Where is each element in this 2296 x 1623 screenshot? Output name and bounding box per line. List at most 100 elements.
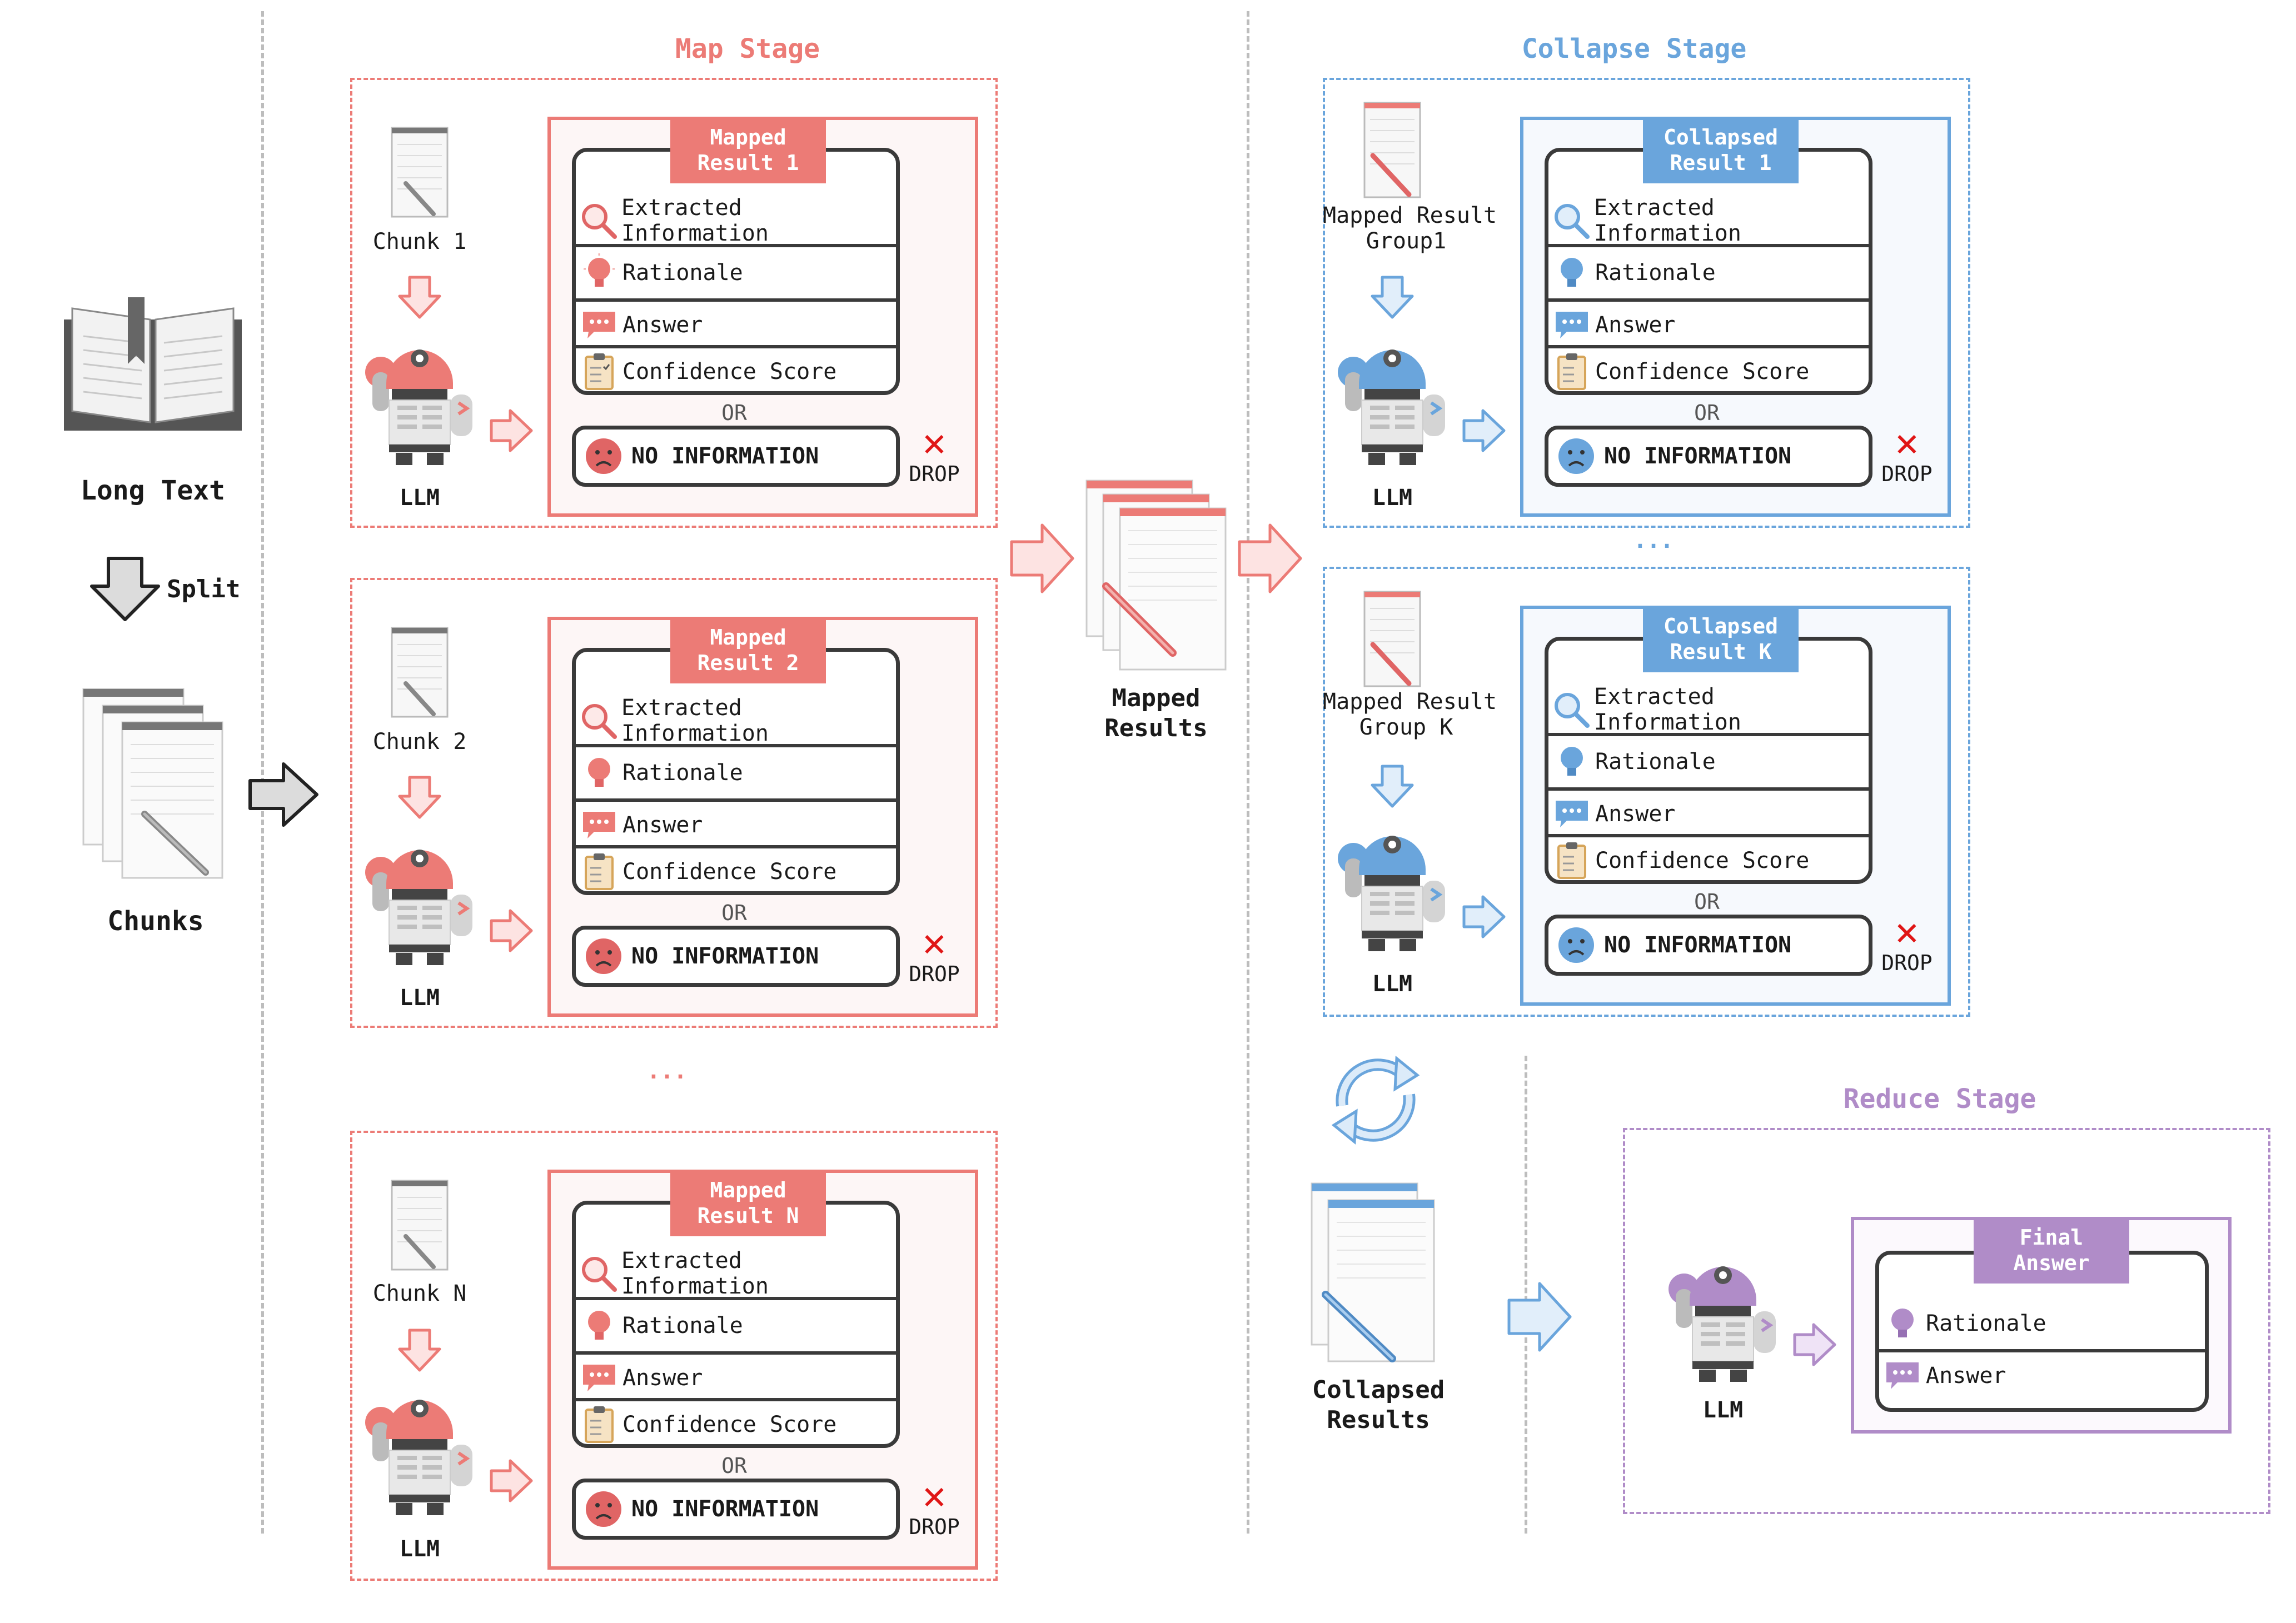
rationale-label: Rationale <box>622 1313 743 1339</box>
extracted-label: Extracted Information <box>621 695 769 746</box>
map-block-n <box>350 1131 998 1581</box>
sad-face-icon <box>576 437 631 476</box>
collapse-k-right-arrow <box>1462 895 1506 938</box>
row-extracted: Extracted Information <box>576 695 896 746</box>
row-answer: Answer <box>1548 299 1869 351</box>
row-rationale: Rationale <box>576 247 896 298</box>
drop-x-icon: ✕ <box>922 1472 947 1518</box>
collapse-llm-k-label: LLM <box>1372 971 1413 997</box>
mapped-result-1-box: Extracted Information Rationale Answer C… <box>547 117 978 517</box>
drop-x-icon: ✕ <box>1895 420 1919 465</box>
map-block-1 <box>350 78 998 528</box>
no-information-label: NO INFORMATION <box>1604 443 1792 469</box>
row-extracted: Extracted Information <box>576 195 896 246</box>
lightbulb-icon <box>1548 247 1595 298</box>
extracted-label: Extracted Information <box>1594 684 1741 735</box>
clipboard-icon <box>1548 346 1595 391</box>
row-rationale: Rationale <box>576 747 896 798</box>
llm-robot-icon <box>1669 1266 1776 1382</box>
no-information-label: NO INFORMATION <box>1604 932 1792 958</box>
sad-face-icon <box>576 937 631 976</box>
llm-robot-icon <box>1338 836 1445 951</box>
llm-robot-icon <box>1338 349 1445 465</box>
row-confidence: Confidence Score <box>576 346 896 391</box>
map-1-right-arrow <box>490 409 533 452</box>
sad-face-icon <box>1548 926 1604 965</box>
llm-n-label: LLM <box>399 1536 440 1562</box>
arrow-to-reduce <box>1507 1282 1572 1352</box>
chat-bubble-icon <box>1548 299 1595 351</box>
lightbulb-icon <box>576 1300 622 1351</box>
no-information-row: NO INFORMATION <box>1545 915 1872 976</box>
separator-middle <box>1247 11 1249 1534</box>
clipboard-icon <box>576 846 622 891</box>
result-fields-card: Extracted Information Rationale Answer C… <box>572 1201 900 1448</box>
mapped-result-2-box: Extracted Information Rationale Answer C… <box>547 617 978 1017</box>
llm-2-label: LLM <box>399 985 440 1011</box>
llm-robot-icon <box>365 850 472 965</box>
llm-robot-icon <box>365 349 472 465</box>
magnifier-icon <box>576 195 621 246</box>
or-label: OR <box>721 401 747 425</box>
arrow-to-collapse <box>1238 523 1302 593</box>
separator-reduce <box>1525 1056 1527 1534</box>
row-confidence: Confidence Score <box>1548 346 1869 391</box>
lightbulb-icon <box>1879 1298 1926 1349</box>
drop-label: DROP <box>909 962 960 986</box>
rationale-label: Rationale <box>622 760 743 786</box>
rationale-label: Rationale <box>1926 1311 2046 1336</box>
group-1-doc-icon <box>1363 102 1421 198</box>
group-k-down-arrow <box>1371 765 1414 808</box>
map-stage-title: Map Stage <box>675 33 820 64</box>
extracted-label: Extracted Information <box>621 1248 769 1299</box>
mapped-results-icon <box>1085 480 1227 671</box>
no-information-row: NO INFORMATION <box>572 1479 900 1540</box>
confidence-label: Confidence Score <box>1595 359 1810 384</box>
magnifier-icon <box>576 1248 621 1299</box>
drop-label: DROP <box>909 1515 960 1539</box>
chunk-1-label: Chunk 1 <box>372 229 467 254</box>
llm-1-label: LLM <box>399 485 440 511</box>
extracted-label: Extracted Information <box>1594 195 1741 246</box>
answer-label: Answer <box>622 312 703 338</box>
drop-label: DROP <box>1881 462 1933 486</box>
lightbulb-icon <box>576 747 622 798</box>
row-answer: Answer <box>1548 788 1869 840</box>
map-2-right-arrow <box>490 909 533 952</box>
answer-label: Answer <box>1595 801 1676 827</box>
map-block-2 <box>350 578 998 1028</box>
lightbulb-icon <box>576 247 622 298</box>
reduce-block <box>1623 1128 2270 1514</box>
collapsed-results-icon <box>1311 1182 1435 1362</box>
chunks-label: Chunks <box>107 906 204 937</box>
result-fields-card: Extracted Information Rationale Answer C… <box>1545 148 1872 395</box>
chunk-1-down-arrow <box>398 276 441 319</box>
confidence-label: Confidence Score <box>622 859 837 885</box>
row-confidence: Confidence Score <box>1548 835 1869 880</box>
or-label: OR <box>1694 401 1720 425</box>
row-extracted: Extracted Information <box>1548 684 1869 735</box>
collapsed-result-1-box: Extracted Information Rationale Answer C… <box>1520 117 1951 517</box>
split-arrow <box>90 557 160 621</box>
row-answer: Answer <box>576 800 896 851</box>
collapsed-result-k-box: Extracted Information Rationale Answer C… <box>1520 606 1951 1006</box>
chat-bubble-icon <box>1879 1350 1926 1401</box>
chunk-1-doc-icon <box>391 127 449 218</box>
confidence-label: Confidence Score <box>1595 848 1810 873</box>
book-icon <box>64 297 242 431</box>
rationale-label: Rationale <box>1595 260 1716 286</box>
chunk-2-down-arrow <box>398 776 441 819</box>
no-information-row: NO INFORMATION <box>1545 426 1872 487</box>
row-confidence: Confidence Score <box>576 1399 896 1444</box>
row-extracted: Extracted Information <box>576 1248 896 1299</box>
magnifier-icon <box>1548 684 1594 735</box>
sad-face-icon <box>576 1490 631 1529</box>
row-confidence: Confidence Score <box>576 846 896 891</box>
group-k-doc-icon <box>1363 591 1421 687</box>
collapse-stage-title: Collapse Stage <box>1521 33 1747 64</box>
